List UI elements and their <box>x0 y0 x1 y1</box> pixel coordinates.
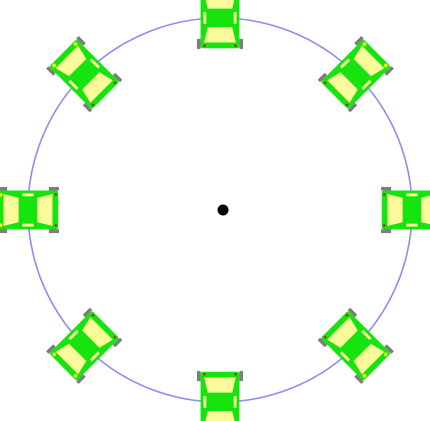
vehicle-6 <box>46 308 122 384</box>
car-body <box>49 311 119 381</box>
vehicle-1 <box>197 0 243 49</box>
taillight-right <box>383 224 385 226</box>
left-side-window <box>203 12 206 24</box>
taillight-left <box>55 224 57 226</box>
rear-windshield <box>388 194 403 226</box>
right-side-window <box>406 224 418 227</box>
vehicle-3 <box>381 187 430 233</box>
front-windshield <box>204 0 236 9</box>
rear-windshield <box>37 194 52 226</box>
vehicle-7 <box>0 187 59 233</box>
car-body <box>49 39 119 109</box>
vehicle-4 <box>318 308 394 384</box>
taillight-left <box>203 45 205 47</box>
taillight-right <box>203 373 205 375</box>
rear-windshield <box>204 27 236 42</box>
tire-1 <box>0 229 7 233</box>
car-body <box>321 39 391 109</box>
tire-2 <box>381 187 391 191</box>
tire-2 <box>197 39 201 49</box>
left-side-window <box>406 193 418 196</box>
vehicle-8 <box>46 36 122 112</box>
taillight-left <box>383 193 385 195</box>
taillight-right <box>234 45 236 47</box>
vehicle-2 <box>318 36 394 112</box>
tire-2 <box>49 229 59 233</box>
tire-4 <box>49 187 59 191</box>
front-windshield <box>204 411 236 421</box>
car-body <box>321 311 391 381</box>
front-windshield <box>4 194 19 226</box>
taillight-right <box>55 193 57 195</box>
right-side-window <box>234 12 237 24</box>
tire-4 <box>381 229 391 233</box>
rear-windshield <box>204 378 236 393</box>
taillight-left <box>234 373 236 375</box>
vehicle-5 <box>197 371 243 421</box>
right-side-window <box>22 193 34 196</box>
left-side-window <box>22 224 34 227</box>
tire-2 <box>239 371 243 381</box>
right-side-window <box>203 396 206 408</box>
front-windshield <box>421 194 430 226</box>
tire-4 <box>239 39 243 49</box>
tire-4 <box>197 371 201 381</box>
left-side-window <box>234 396 237 408</box>
tire-3 <box>0 187 7 191</box>
center-dot <box>218 205 229 216</box>
